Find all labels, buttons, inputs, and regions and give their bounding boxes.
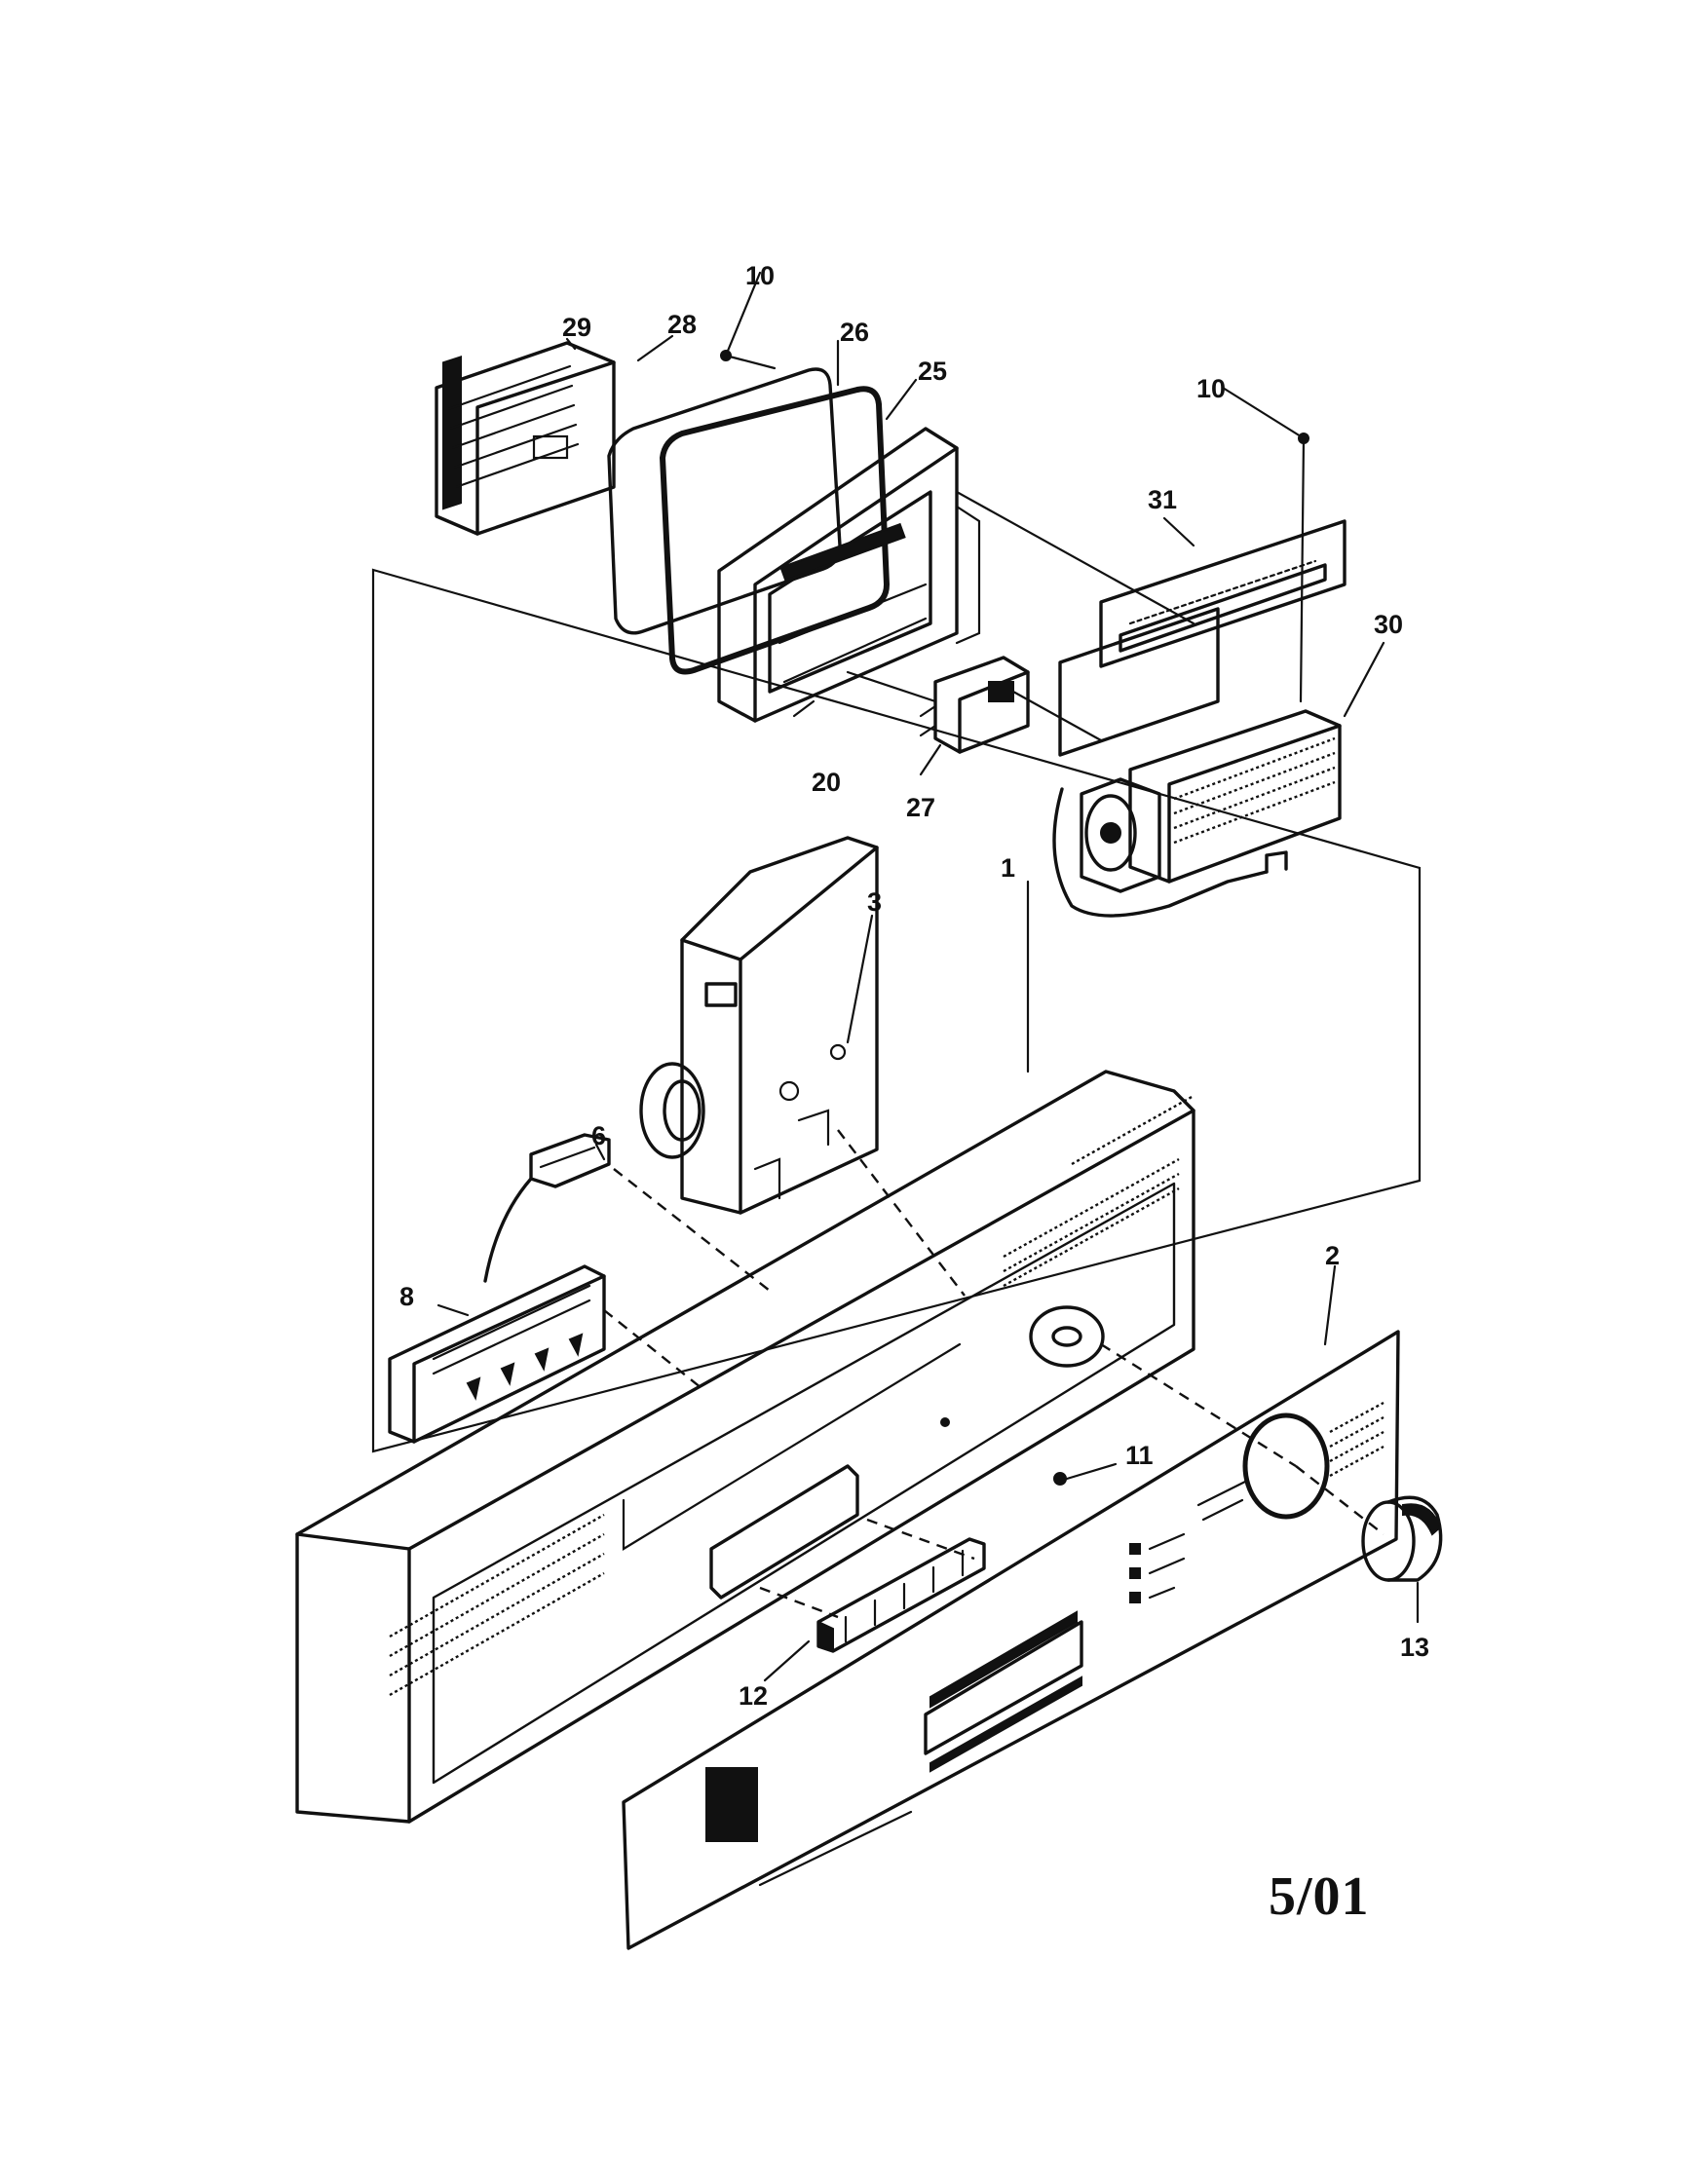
callout-labels: 29 28 10 26 25 10 31 30 20 27 3 1 6 2 8 … — [399, 261, 1429, 1711]
callout-8: 8 — [399, 1282, 414, 1311]
part-31-vent-cover — [1058, 519, 1347, 757]
part-28-gasket — [607, 367, 842, 635]
callout-3: 3 — [867, 887, 882, 917]
callout-1: 1 — [1001, 853, 1015, 883]
part-26-seal — [660, 386, 890, 675]
callout-10-top: 10 — [745, 261, 775, 290]
part-6-switch — [483, 1133, 611, 1283]
callout-28: 28 — [667, 310, 697, 339]
callout-2: 2 — [1325, 1241, 1340, 1270]
part-3-timer — [639, 836, 879, 1215]
reference-plane — [371, 568, 1422, 1453]
date-stamp: 5/01 — [1269, 1866, 1370, 1927]
callout-27: 27 — [906, 793, 935, 822]
assembly-lines — [603, 490, 1385, 1619]
part-29-grille — [435, 341, 616, 536]
callout-20: 20 — [812, 768, 841, 797]
part-13-knob — [1361, 1495, 1443, 1582]
callout-31: 31 — [1148, 485, 1177, 514]
part-11-screw — [940, 1417, 1067, 1486]
part-1-console-panel — [295, 1070, 1195, 1824]
leader-lines — [436, 271, 1420, 1682]
callout-12: 12 — [739, 1681, 768, 1711]
callout-29: 29 — [562, 313, 591, 342]
callout-30: 30 — [1374, 610, 1403, 639]
part-2-nameplate — [622, 1330, 1400, 1950]
part-12-push-buttons — [816, 1537, 986, 1653]
callout-26: 26 — [840, 318, 869, 347]
callout-13: 13 — [1400, 1633, 1429, 1662]
callout-25: 25 — [918, 357, 947, 386]
callout-10-right: 10 — [1196, 374, 1226, 403]
part-27-switch — [919, 656, 1030, 754]
part-8-button-switch — [388, 1264, 606, 1444]
part-25-dispenser-housing — [717, 427, 981, 723]
callout-6: 6 — [591, 1121, 606, 1150]
part-30-blower-fan — [1052, 709, 1342, 918]
callout-11: 11 — [1125, 1441, 1154, 1470]
